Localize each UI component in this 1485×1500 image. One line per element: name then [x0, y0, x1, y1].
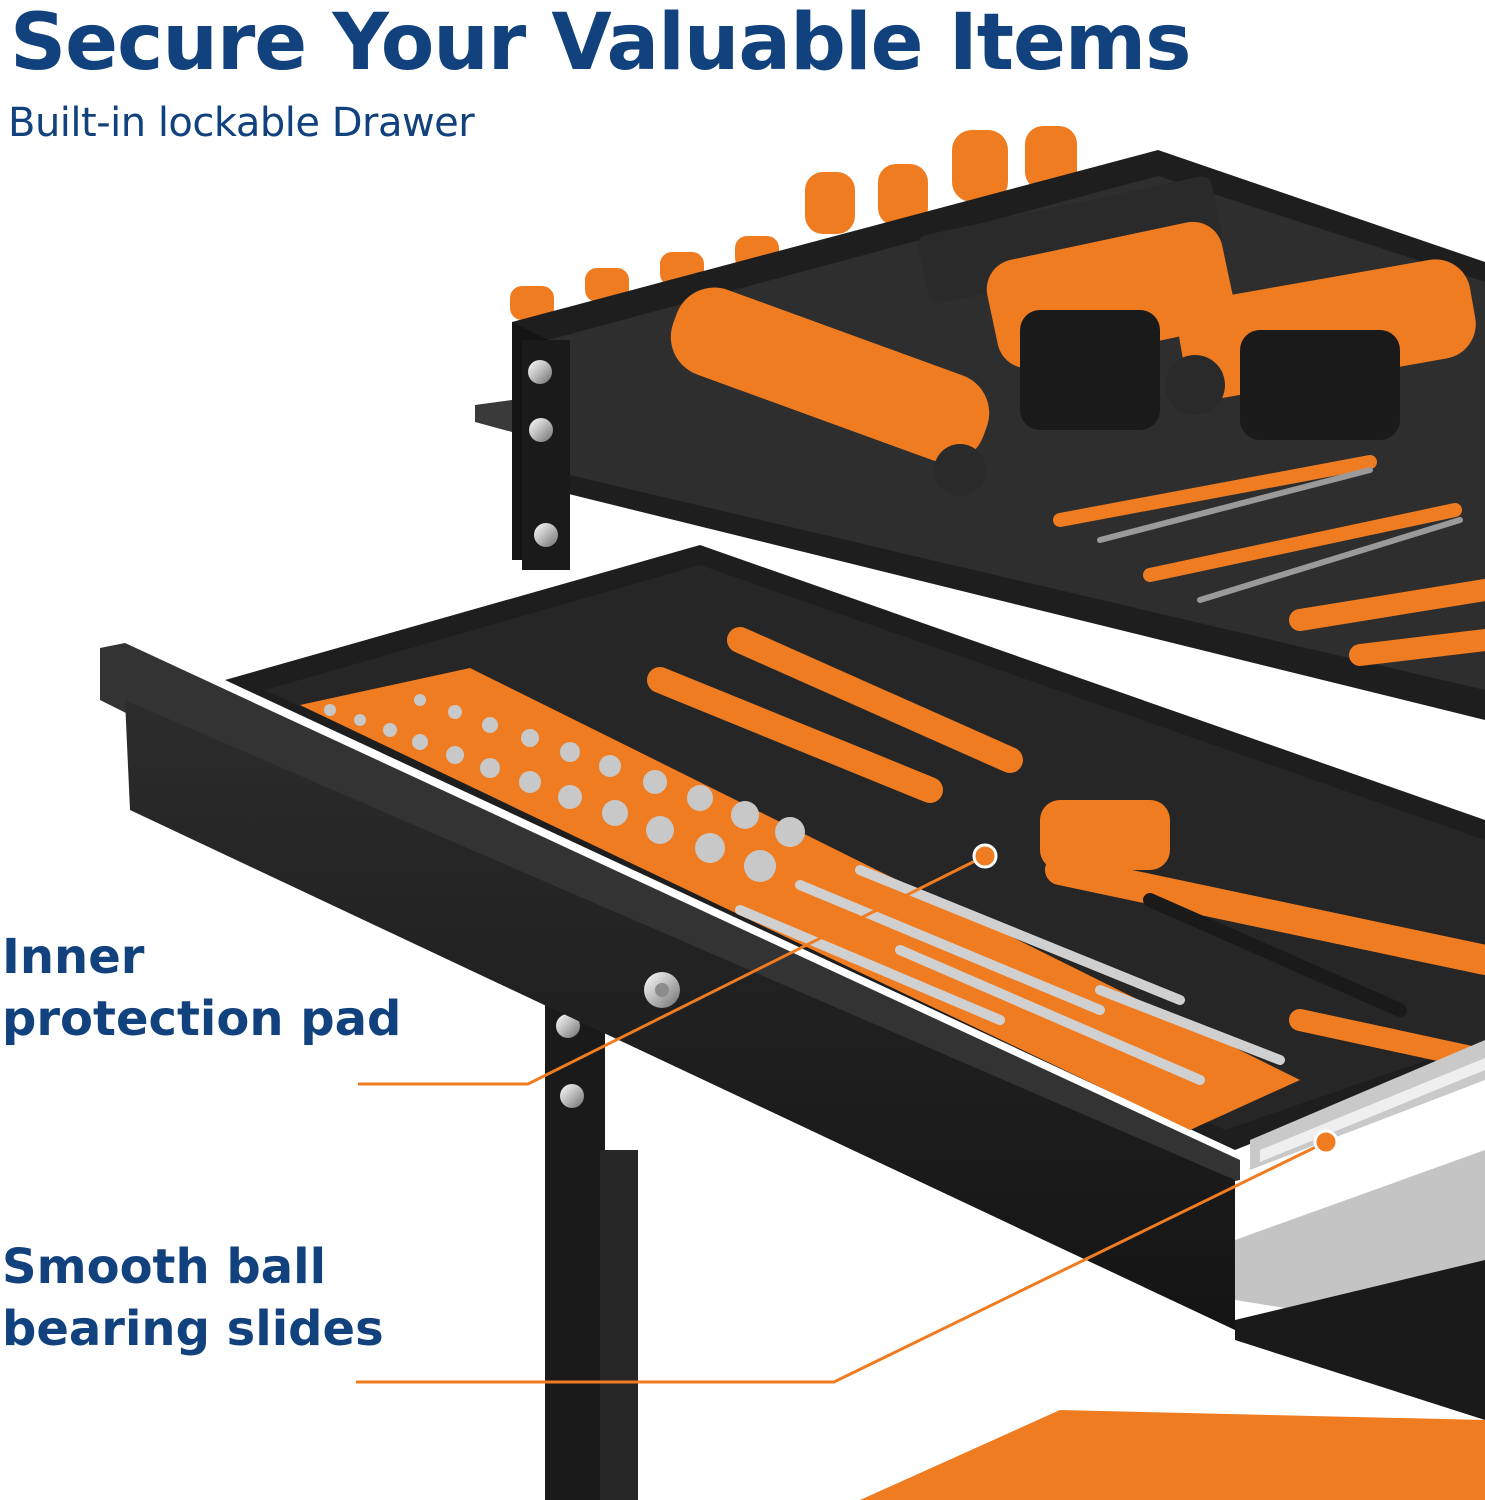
callout-inner-protection-pad: Inner protection pad: [2, 926, 401, 1050]
protection-pad-pointer-dot: [972, 843, 998, 869]
callout-ball-bearing-slides: Smooth ball bearing slides: [2, 1236, 384, 1360]
bearing-slide-pointer-dot: [1313, 1129, 1339, 1155]
cordless-drill: [670, 176, 1476, 496]
screwdriver-handles: [510, 126, 1077, 320]
bottom-storage-bin: [860, 1410, 1485, 1500]
callout-leaders: [356, 843, 1339, 1384]
callout-line-1: Smooth ball: [2, 1239, 327, 1295]
cart-frame: [522, 340, 638, 1500]
bearing-slide-leader: [356, 1140, 1327, 1384]
socket-rows: [324, 694, 805, 882]
drawer-hand-tools: [647, 627, 1485, 1071]
lockable-drawer: [100, 545, 1485, 1330]
callout-line-2: protection pad: [2, 991, 402, 1047]
ratchet-wrenches: [735, 865, 1285, 1085]
page-subtitle: Built-in lockable Drawer: [8, 100, 475, 146]
protection-pad-leader: [358, 854, 986, 1086]
callout-line-2: bearing slides: [2, 1301, 384, 1357]
callout-line-1: Inner: [2, 929, 145, 985]
page-title: Secure Your Valuable Items: [10, 0, 1192, 88]
tray-pliers: [1053, 455, 1485, 666]
